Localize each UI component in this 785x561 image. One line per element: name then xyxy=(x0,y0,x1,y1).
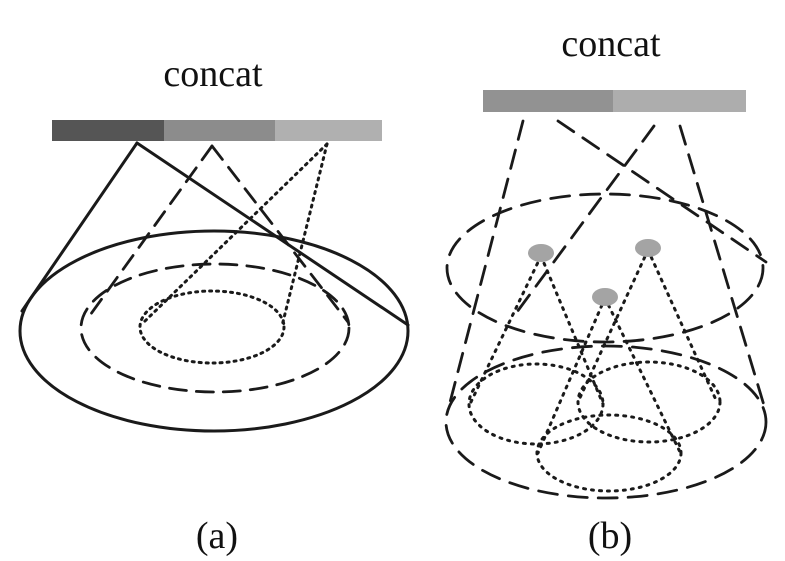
panel-b-node-3 xyxy=(592,288,618,306)
panel-b-caption: (b) xyxy=(588,515,632,557)
panel-b-title: concat xyxy=(561,23,661,65)
panel-b-bar-segment-1 xyxy=(483,90,613,112)
panel-b-dotted-line-n2-right xyxy=(646,248,718,402)
panel-b-bar-segment-2 xyxy=(613,90,746,112)
panel-a-large-field-ellipse xyxy=(18,229,410,433)
panel-b-dashed-line-1 xyxy=(446,119,525,412)
panel-b-dashed-line-2 xyxy=(556,119,768,264)
panel-b-concat-bar xyxy=(483,90,746,112)
panel-b-dotted-circle-left xyxy=(467,362,605,446)
panel-a-title: concat xyxy=(163,53,263,95)
panel-a-bar-segment-3 xyxy=(275,120,382,141)
panel-a-caption: (a) xyxy=(196,515,238,557)
panel-b-dashed-line-3 xyxy=(512,124,656,318)
panel-b-upper-field-ellipse xyxy=(445,192,765,344)
panel-a-solid-edge-right xyxy=(135,141,410,327)
panel-b-node-2 xyxy=(635,239,661,257)
panel-b-dotted-line-n1-left xyxy=(468,254,543,406)
panel-a-concat-bar xyxy=(52,120,382,141)
panel-b-lower-field-ellipse xyxy=(444,344,768,500)
panel-a-medium-field-ellipse xyxy=(79,262,351,394)
panel-a: concat (a) xyxy=(18,53,410,557)
panel-a-small-field-ellipse xyxy=(138,289,286,365)
panel-b-dotted-line-n1-right xyxy=(539,254,605,406)
panel-a-dotted-edge-right xyxy=(280,142,329,328)
panel-a-dashed-edge-right xyxy=(210,144,350,324)
panel-b-dotted-circle-bottom xyxy=(535,413,683,493)
panel-a-bar-segment-2 xyxy=(164,120,275,141)
panel-b-dotted-circle-right xyxy=(576,360,722,444)
panel-b-dotted-line-n2-left xyxy=(576,248,650,404)
panel-a-dashed-edge-left xyxy=(86,144,214,320)
panel-a-dotted-edge-left xyxy=(142,142,329,324)
panel-b: concat xyxy=(444,23,768,557)
panel-b-dashed-line-4 xyxy=(678,124,768,414)
panel-a-solid-edge-left xyxy=(20,141,139,313)
panel-b-dotted-line-n3-right xyxy=(603,296,682,454)
panel-a-bar-segment-1 xyxy=(52,120,164,141)
panel-b-node-1 xyxy=(528,244,554,262)
